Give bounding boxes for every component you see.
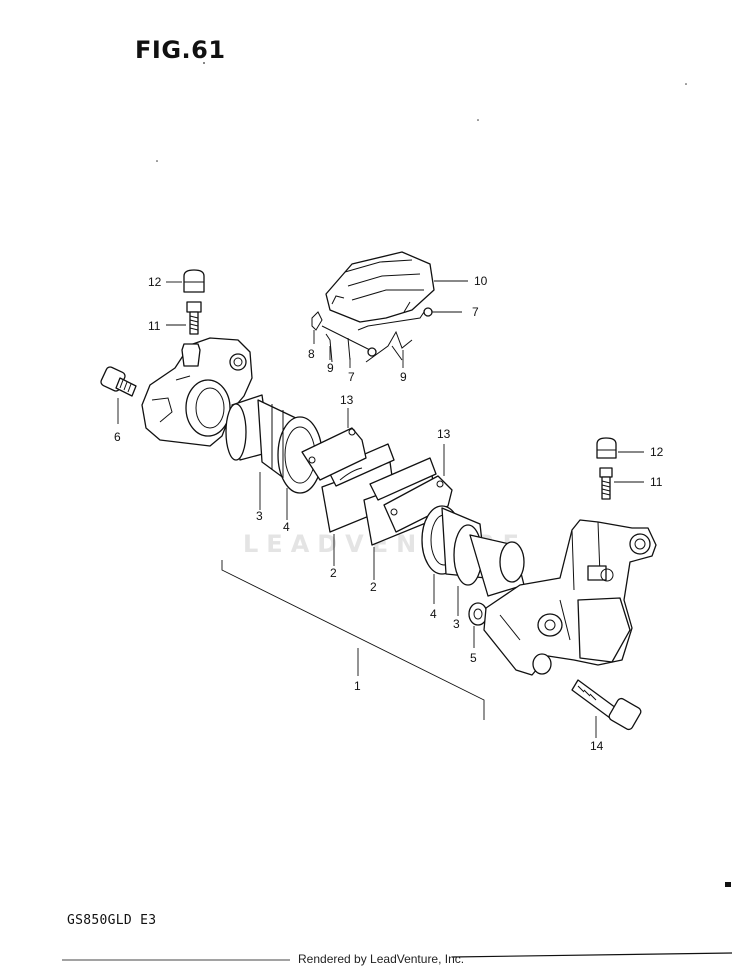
callout-13-first: 13 (340, 393, 354, 407)
right-seal-and-piston (421, 505, 525, 616)
callout-8: 8 (308, 347, 315, 361)
render-credit: Rendered by LeadVenture, Inc. (298, 952, 465, 966)
callout-5: 5 (470, 651, 477, 665)
callout-labels: 12 11 6 10 7 8 9 7 9 13 13 12 11 3 4 2 2… (114, 274, 664, 753)
callout-7-lower: 7 (348, 370, 355, 384)
model-code: GS850GLD E3 (67, 913, 157, 928)
callout-10: 10 (474, 274, 488, 288)
callout-3-right: 3 (453, 617, 460, 631)
shim-first (301, 408, 367, 481)
callout-4-right: 4 (430, 607, 437, 621)
callout-11-right: 11 (650, 475, 663, 489)
callout-9-right: 9 (400, 370, 407, 384)
anti-rattle-spring-9-right (365, 330, 413, 368)
callout-13-second: 13 (437, 427, 451, 441)
shim-second (383, 444, 453, 533)
callout-6: 6 (114, 430, 121, 444)
pad-clip-8 (311, 311, 323, 344)
pad-pin-upper (357, 307, 462, 331)
bleeder-assembly-right (596, 437, 644, 500)
washer-5 (468, 602, 488, 648)
callout-1: 1 (354, 679, 361, 693)
bleeder-assembly-left (166, 269, 205, 335)
pad-spring-10 (325, 251, 468, 323)
callout-14: 14 (590, 739, 604, 753)
callout-9-left: 9 (327, 361, 334, 375)
mounting-bolt-14 (571, 679, 642, 738)
left-caliper-half (141, 337, 253, 447)
anti-rattle-spring-9-left (325, 333, 333, 363)
page-marks (62, 62, 733, 961)
callout-12-left: 12 (148, 275, 162, 289)
callout-2-first: 2 (330, 566, 337, 580)
pad-pin-lower (321, 325, 377, 368)
callout-12-right: 12 (650, 445, 664, 459)
figure-title: FIG.61 (135, 36, 226, 64)
right-caliper-half (483, 519, 657, 676)
mounting-bolt-6 (100, 366, 137, 424)
callout-11-left: 11 (148, 319, 161, 333)
callout-3-left: 3 (256, 509, 263, 523)
callout-7-upper: 7 (472, 305, 479, 319)
callout-2-second: 2 (370, 580, 377, 594)
assembly-bracket-1 (221, 560, 485, 720)
callout-4-left: 4 (283, 520, 290, 534)
